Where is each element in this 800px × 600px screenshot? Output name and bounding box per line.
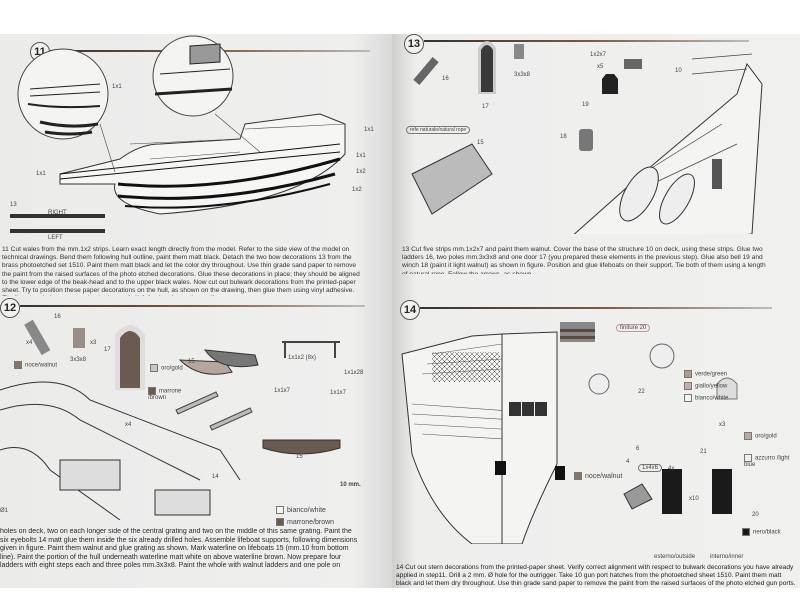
label-1x1: 1x1 (364, 127, 374, 133)
walnut-label: noce/walnut (25, 362, 58, 369)
dim-1x1x7: 1x1x7 (330, 390, 347, 396)
legend-white: bianco/white (684, 394, 728, 402)
dim-6: 6 (636, 446, 640, 452)
legend-brown-text: marrone/brown (287, 518, 335, 526)
natural-rope-label: refe naturale/natural rope (406, 126, 471, 134)
size-3x3x8: 3x3x8 (514, 72, 531, 78)
drill-ref: Ø1 (0, 508, 9, 514)
part-21-label: 21 (700, 449, 707, 455)
gold-label: oro/gold (150, 364, 183, 372)
dim-1x1x7: 1x1x7 (274, 388, 291, 394)
step-11-instructions: 11 Cut wales from the mm.1x2 strips. Lea… (2, 246, 360, 296)
quantity-x4: x4 (125, 422, 132, 428)
part-17-label: 17 (482, 104, 489, 110)
quantity-x10: x10 (689, 496, 699, 502)
legend-white: bianco/white (276, 506, 326, 514)
strip-left-label: LEFT (48, 235, 63, 241)
part-22-label: 22 (638, 389, 645, 395)
dim-1x1x28: 1x1x28 (344, 370, 364, 376)
part-17-label: 17 (104, 347, 111, 353)
brown-label: marrone /brown (148, 387, 188, 401)
part-15-label: 15 (296, 454, 303, 460)
step-11-ship-drawing (10, 35, 346, 233)
legend-white-text: bianco/white (287, 506, 326, 514)
quantity-x4: x4 (26, 340, 33, 346)
gold-text: oro/gold (161, 365, 183, 372)
brown-text: marrone /brown (148, 388, 182, 401)
quantity-x3: x3 (719, 422, 726, 428)
legend-brown: marrone/brown (276, 518, 334, 526)
part-20-label: 20 (752, 512, 759, 518)
legend-light-blue: azzurro /light blue (744, 454, 790, 468)
dim-4: 4 (626, 459, 630, 465)
quantity-4x: 4x (668, 466, 675, 472)
step-12-number: 12 (0, 298, 20, 318)
step-12-parts-drawing (0, 319, 341, 520)
step-14-rule (420, 307, 772, 309)
part-18-label: 18 (560, 134, 567, 140)
legend-green-text: verde/green (695, 371, 728, 378)
size-3x3x8: 3x3x8 (70, 357, 87, 363)
left-page: 11 1x1 1x1 1x1 1x1 1x2 1x2 13 RIGHT LEFT… (0, 34, 392, 588)
dim-1x1x2: 1x1x2 (8x) (288, 355, 317, 361)
legend-black-text: nero/black (753, 529, 781, 536)
finishes-20-label: finiture 20 (616, 324, 651, 332)
part-13-label: 13 (10, 202, 17, 208)
inner-label: interno/inner (710, 554, 744, 560)
step-14-instructions: 14 Cut out stern decorations from the pr… (396, 564, 796, 588)
legend-black: nero/black (742, 528, 781, 536)
step-12-instructions: holes on deck, two on each longer side o… (0, 528, 358, 570)
legend-yellow-text: giallo/yellow (695, 383, 728, 390)
label-1x1: 1x1 (36, 171, 46, 177)
part-16-label: 16 (54, 314, 61, 320)
legend-walnut-text: noce/walnut (585, 472, 623, 480)
step-13-deck-drawing (411, 41, 763, 234)
bracket-dim: 1x4x6 (638, 464, 663, 472)
walnut-swatch (14, 361, 22, 369)
part-16-label: 16 (442, 76, 449, 82)
legend-yellow: giallo/yellow (684, 382, 727, 390)
legend-gold: oro/gold (744, 432, 777, 440)
label-1x1: 1x1 (112, 84, 122, 90)
strip-right-label: RIGHT (48, 210, 67, 216)
part-14-label: 14 (212, 474, 219, 480)
step-13-instructions: 13 Cut five strips mm.1x2x7 and paint th… (402, 246, 766, 274)
step-14-stern-drawing (401, 322, 738, 544)
strip-1x2x7: 1x2x7 (590, 52, 607, 58)
legend-gold-text: oro/gold (755, 433, 777, 440)
part-15-label: 15 (188, 359, 195, 365)
legend-light-blue-text: azzurro /light blue (744, 455, 790, 468)
part-19-label: 19 (582, 102, 589, 108)
step-13-rule (424, 40, 749, 42)
right-page: 13 16 17 3x3x8 1x2x7 x5 10 19 18 15 refe… (392, 34, 800, 588)
label-1x1: 1x1 (356, 153, 366, 159)
walnut-swatch-label: noce/walnut (14, 361, 57, 369)
label-1x2: 1x2 (352, 187, 362, 193)
label-1x2: 1x2 (356, 169, 366, 175)
step-13-number: 13 (404, 34, 424, 54)
part-15-label: 15 (477, 140, 484, 146)
legend-green: verde/green (684, 370, 727, 378)
step-12-rule (20, 305, 365, 307)
quantity-x5: x5 (597, 64, 604, 70)
legend-walnut: noce/walnut (574, 472, 622, 480)
waterline-dim: 10 mm. (340, 482, 361, 488)
quantity-x3: x3 (90, 340, 97, 346)
outside-label: esterno/outside (654, 554, 696, 560)
part-10-label: 10 (675, 68, 682, 74)
step-14-number: 14 (400, 300, 420, 320)
legend-white-text: bianco/white (695, 395, 729, 402)
